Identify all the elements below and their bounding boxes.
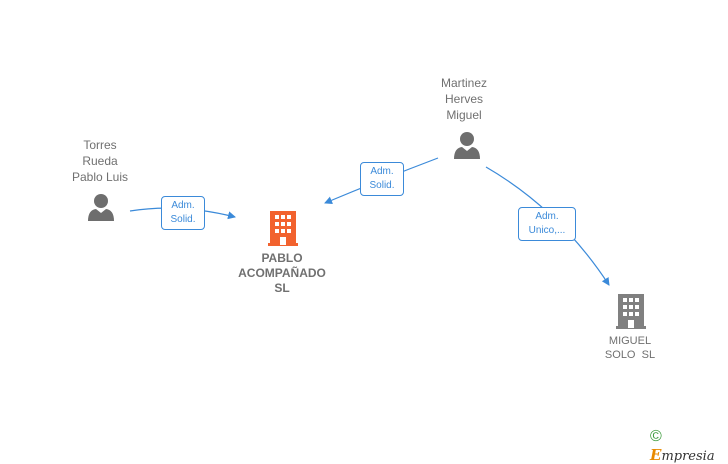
role-line: Solid. [369, 180, 395, 191]
company-label-miguel[interactable]: MIGUEL SOLO SL [580, 334, 680, 362]
edge-label-torres-pablo[interactable]: Adm. Solid. [161, 196, 205, 230]
name-line: Miguel [446, 108, 482, 122]
copyright-icon: © [650, 428, 662, 445]
building-icon[interactable] [268, 211, 298, 246]
role-line: Solid. [170, 214, 196, 225]
edge-label-martinez-pablo[interactable]: Adm. Solid. [360, 162, 404, 196]
name-line: MIGUEL [608, 335, 652, 347]
relationship-diagram [88, 132, 646, 329]
name-line: ACOMPAÑADO [238, 266, 326, 280]
brand-logo: Empresia [650, 446, 715, 464]
edge-label-martinez-miguel[interactable]: Adm. Unico,... [518, 207, 576, 241]
role-line: Adm. [171, 200, 195, 211]
name-line: Torres [83, 138, 117, 152]
name-line: PABLO [261, 251, 303, 265]
building-icon[interactable] [616, 294, 646, 329]
name-line: Herves [444, 92, 483, 106]
person-label-torres[interactable]: Torres Rueda Pablo Luis [50, 137, 150, 185]
role-line: Adm. [370, 166, 394, 177]
brand-name: mpresia [661, 449, 715, 464]
role-line: Adm. [535, 211, 559, 222]
brand-footer[interactable]: © Empresia [650, 428, 728, 464]
person-icon[interactable] [454, 132, 480, 159]
name-line: Rueda [82, 154, 118, 168]
company-label-pablo[interactable]: PABLO ACOMPAÑADO SL [222, 251, 342, 296]
person-label-martinez[interactable]: Martinez Herves Miguel [414, 75, 514, 123]
brand-initial: E [650, 446, 662, 464]
name-line: SL [274, 281, 290, 295]
name-line: Pablo Luis [71, 170, 129, 184]
role-line: Unico,... [528, 225, 566, 236]
person-icon[interactable] [88, 194, 114, 221]
name-line: Martinez [440, 76, 487, 90]
name-line: SOLO SL [604, 349, 656, 361]
